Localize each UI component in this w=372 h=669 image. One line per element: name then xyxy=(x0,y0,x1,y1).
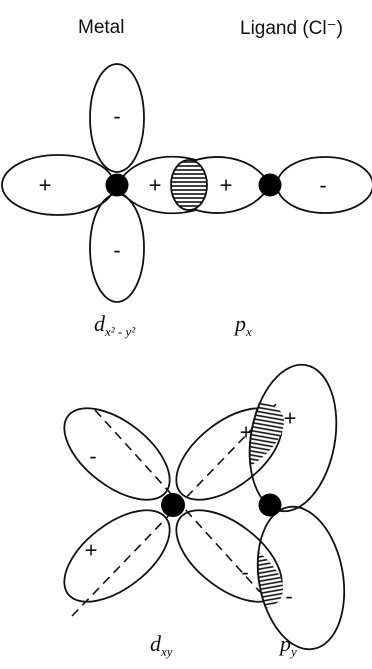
sign-dxy-upper-left: - xyxy=(89,444,96,469)
label-py-sub: y xyxy=(291,644,297,659)
label-py: py xyxy=(280,631,297,660)
sign-dxy-lower-left: + xyxy=(85,538,98,563)
sign-py-upper: + xyxy=(284,406,297,431)
dxy-orbital xyxy=(63,407,283,603)
sign-dx2y2-top: - xyxy=(113,104,120,129)
dx2y2-top-lobe xyxy=(89,63,145,173)
metal-atom-bottom xyxy=(161,493,185,517)
sign-px-left: + xyxy=(220,173,233,198)
label-px: px xyxy=(235,311,252,340)
sigma-overlap-region xyxy=(170,159,208,211)
ligand-atom-bottom xyxy=(258,493,282,517)
label-dx2y2-sub: x² - y² xyxy=(105,324,136,339)
label-dxy-base: d xyxy=(150,631,161,656)
label-py-base: p xyxy=(280,631,291,656)
label-dx2y2: dx² - y² xyxy=(94,311,135,340)
label-dxy-sub: xy xyxy=(161,644,173,659)
ligand-atom-top xyxy=(258,173,282,197)
label-dx2y2-base: d xyxy=(94,311,105,336)
sign-dx2y2-bottom: - xyxy=(113,238,120,263)
sign-dxy-upper-right: + xyxy=(240,420,253,445)
metal-atom-top xyxy=(105,173,129,197)
dx2y2-left-lobe xyxy=(1,154,115,216)
py-orbital xyxy=(248,363,346,651)
sign-dx2y2-left: + xyxy=(39,173,52,198)
label-px-base: p xyxy=(235,311,246,336)
label-dxy: dxy xyxy=(150,631,173,660)
sign-py-lower: - xyxy=(285,584,292,609)
dxy-axis-diagonal-2 xyxy=(71,399,281,617)
dxy-lower-left-lobe xyxy=(63,509,171,603)
pi-overlap-lower xyxy=(256,511,297,627)
dxy-upper-left-lobe xyxy=(63,407,171,501)
pi-overlap-upper xyxy=(248,385,297,501)
sign-dxy-lower-right: - xyxy=(241,560,248,585)
sign-px-right: - xyxy=(319,173,326,198)
metal-header: Metal xyxy=(78,17,125,38)
label-px-sub: x xyxy=(246,324,252,339)
ligand-header: Ligand (Cl⁻) xyxy=(240,18,343,39)
sign-dx2y2-right: + xyxy=(149,173,162,198)
dx2y2-orbital xyxy=(1,63,197,303)
